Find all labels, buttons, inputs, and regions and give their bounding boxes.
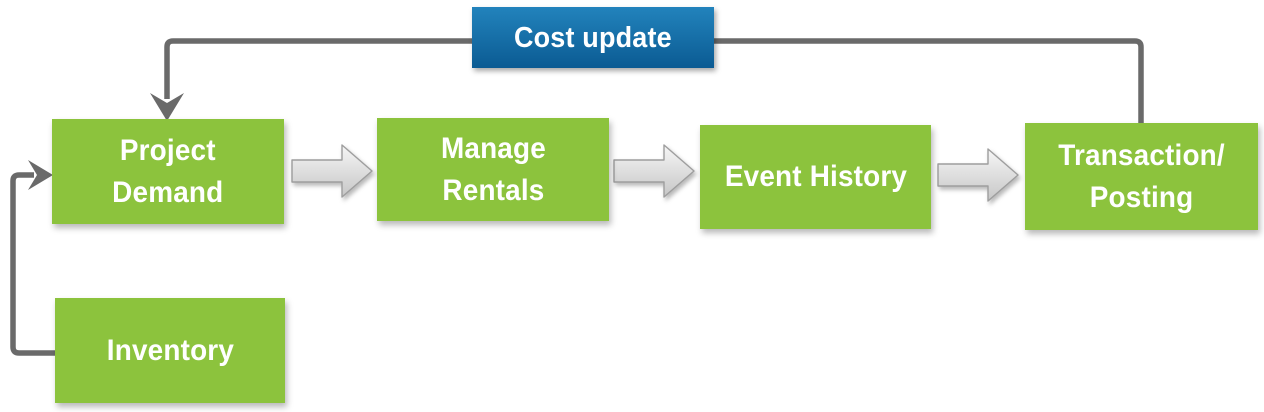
node-manage-rentals: Manage Rentals: [377, 118, 609, 221]
inventory-feedback-line: [10, 172, 55, 356]
node-event-history: Event History: [700, 125, 931, 229]
node-project-demand: Project Demand: [52, 119, 284, 224]
node-event-history-label: Event History: [724, 160, 907, 193]
node-transaction-posting-label-line2: Posting: [1089, 180, 1194, 214]
node-inventory-label: Inventory: [106, 333, 234, 367]
node-transaction-posting: Transaction/ Posting: [1025, 123, 1258, 230]
flow-arrow-2-icon: [613, 144, 695, 198]
node-project-demand-label-line1: Project: [120, 133, 216, 167]
arrow-right-icon: [28, 160, 53, 190]
node-inventory: Inventory: [55, 298, 285, 403]
flow-arrow-3-icon: [937, 148, 1019, 202]
node-cost-update-label: Cost update: [514, 21, 672, 54]
flow-arrow-1-icon: [291, 144, 373, 198]
arrow-down-icon: [150, 93, 184, 121]
node-project-demand-label-line2: Demand: [112, 175, 224, 209]
node-transaction-posting-label-line1: Transaction/: [1058, 138, 1225, 172]
node-cost-update: Cost update: [472, 7, 714, 68]
node-manage-rentals-label-line1: Manage: [440, 131, 546, 165]
node-manage-rentals-label-line2: Rentals: [441, 173, 545, 207]
